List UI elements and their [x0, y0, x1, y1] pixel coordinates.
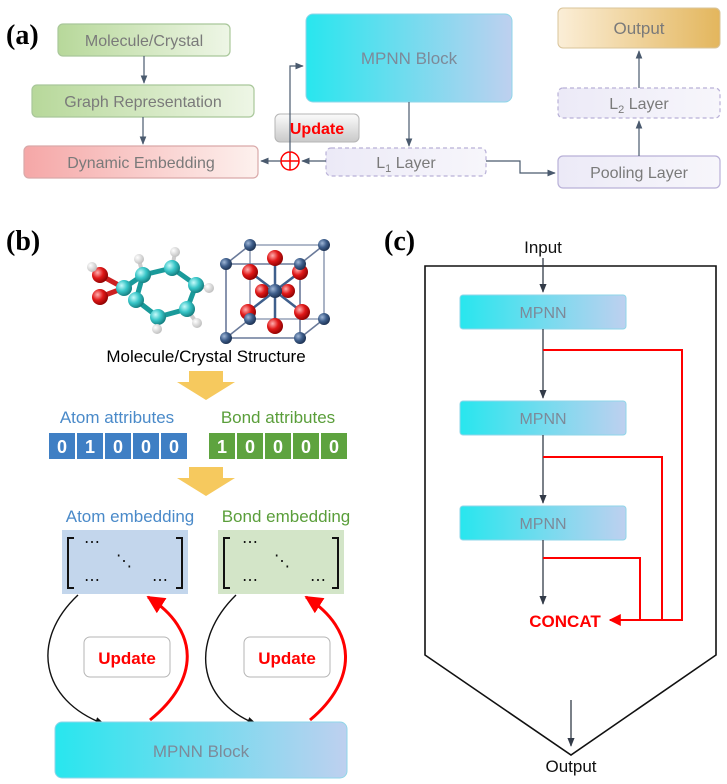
- update-label-b-left: Update: [98, 649, 156, 668]
- update-box-a: [274, 113, 360, 143]
- update-box-b-right: [243, 636, 331, 678]
- dynamic-embedding-box: [23, 145, 259, 179]
- bond-embedding-label: Bond embedding: [222, 507, 351, 526]
- l2-layer-box: [557, 87, 721, 119]
- svg-text:⋯: ⋯: [84, 534, 100, 551]
- svg-text:⋯: ⋯: [242, 534, 258, 551]
- svg-text:⋯: ⋯: [310, 572, 326, 589]
- graph-representation-label: Graph Representation: [64, 94, 221, 111]
- skip-connection-3: [543, 557, 641, 626]
- pooling-layer-label: Pooling Layer: [590, 165, 689, 182]
- update-label-b-right: Update: [258, 649, 316, 668]
- concat-label: CONCAT: [529, 612, 601, 631]
- atom-bit: 0: [113, 437, 123, 457]
- mpnn-2-label: MPNN: [519, 411, 566, 428]
- arrow-add-to-mpnn: [289, 62, 304, 152]
- bond-bit: 0: [301, 437, 311, 457]
- arrow-l1-to-pooling: [486, 160, 556, 177]
- atom-bit: 0: [169, 437, 179, 457]
- mpnn-block-b: [54, 721, 348, 779]
- arrow-atom-to-mpnn: [47, 594, 105, 725]
- update-label-a: Update: [290, 121, 344, 138]
- bond-embedding-matrix: ⋯ ⋱ ⋯ ⋯: [218, 530, 344, 594]
- l1-layer-box: [325, 147, 487, 177]
- atom-attributes-label: Atom attributes: [60, 408, 174, 427]
- l1-layer-label: L1 Layer: [376, 155, 436, 175]
- input-label: Input: [524, 238, 562, 257]
- update-box-b-left: [83, 636, 171, 678]
- bond-bit: 1: [217, 437, 227, 457]
- svg-text:⋯: ⋯: [152, 572, 168, 589]
- output-box-a: [557, 7, 721, 49]
- bond-bit: 0: [245, 437, 255, 457]
- bond-bit: 0: [329, 437, 339, 457]
- atom-bit-vector: 0 1 0 0 0: [47, 431, 189, 461]
- down-arrow-1-icon: [177, 371, 235, 400]
- crystal-structure-image: [220, 239, 330, 344]
- benzoic-acid-molecule-image: [87, 247, 214, 334]
- molecule-crystal-label: Molecule/Crystal: [85, 33, 203, 50]
- output-label-a: Output: [613, 19, 664, 38]
- svg-text:⋱: ⋱: [116, 553, 132, 570]
- mpnn-1-label: MPNN: [519, 305, 566, 322]
- atom-bit: 1: [85, 437, 95, 457]
- panel-c-letter: (c): [384, 226, 415, 257]
- model-envelope: [424, 265, 717, 756]
- down-arrow-2-icon: [177, 467, 235, 496]
- structure-label: Molecule/Crystal Structure: [106, 347, 305, 366]
- output-label-c: Output: [545, 757, 596, 776]
- panel-c: (c) Input MPNN MPNN MPNN CONCAT Output: [384, 226, 717, 776]
- atom-bit: 0: [141, 437, 151, 457]
- arrow-mpnn-to-atom: [146, 595, 189, 722]
- mpnn-3-label: MPNN: [519, 516, 566, 533]
- svg-text:⋱: ⋱: [274, 553, 290, 570]
- bond-bit: 0: [273, 437, 283, 457]
- dynamic-embedding-label: Dynamic Embedding: [67, 155, 215, 172]
- svg-text:⋯: ⋯: [242, 572, 258, 589]
- arrow-mpnn-to-bond: [304, 595, 347, 722]
- l2-layer-label: L2 Layer: [609, 96, 669, 116]
- atom-embedding-label: Atom embedding: [66, 507, 195, 526]
- mpnn-block-b-label: MPNN Block: [153, 742, 250, 761]
- panel-a-letter: (a): [6, 20, 39, 51]
- panel-a: (a) Molecule/Crystal Graph Representatio…: [6, 7, 721, 189]
- mpnn-block-a-label: MPNN Block: [361, 49, 458, 68]
- bond-attributes-label: Bond attributes: [221, 408, 335, 427]
- panel-b-letter: (b): [6, 226, 40, 257]
- arrow-bond-to-mpnn: [204, 594, 257, 725]
- atom-embedding-matrix: ⋯ ⋱ ⋯ ⋯: [62, 530, 188, 594]
- svg-text:⋯: ⋯: [84, 572, 100, 589]
- bond-bit-vector: 1 0 0 0 0: [207, 431, 349, 461]
- panel-b: (b): [6, 226, 351, 779]
- atom-bit: 0: [57, 437, 67, 457]
